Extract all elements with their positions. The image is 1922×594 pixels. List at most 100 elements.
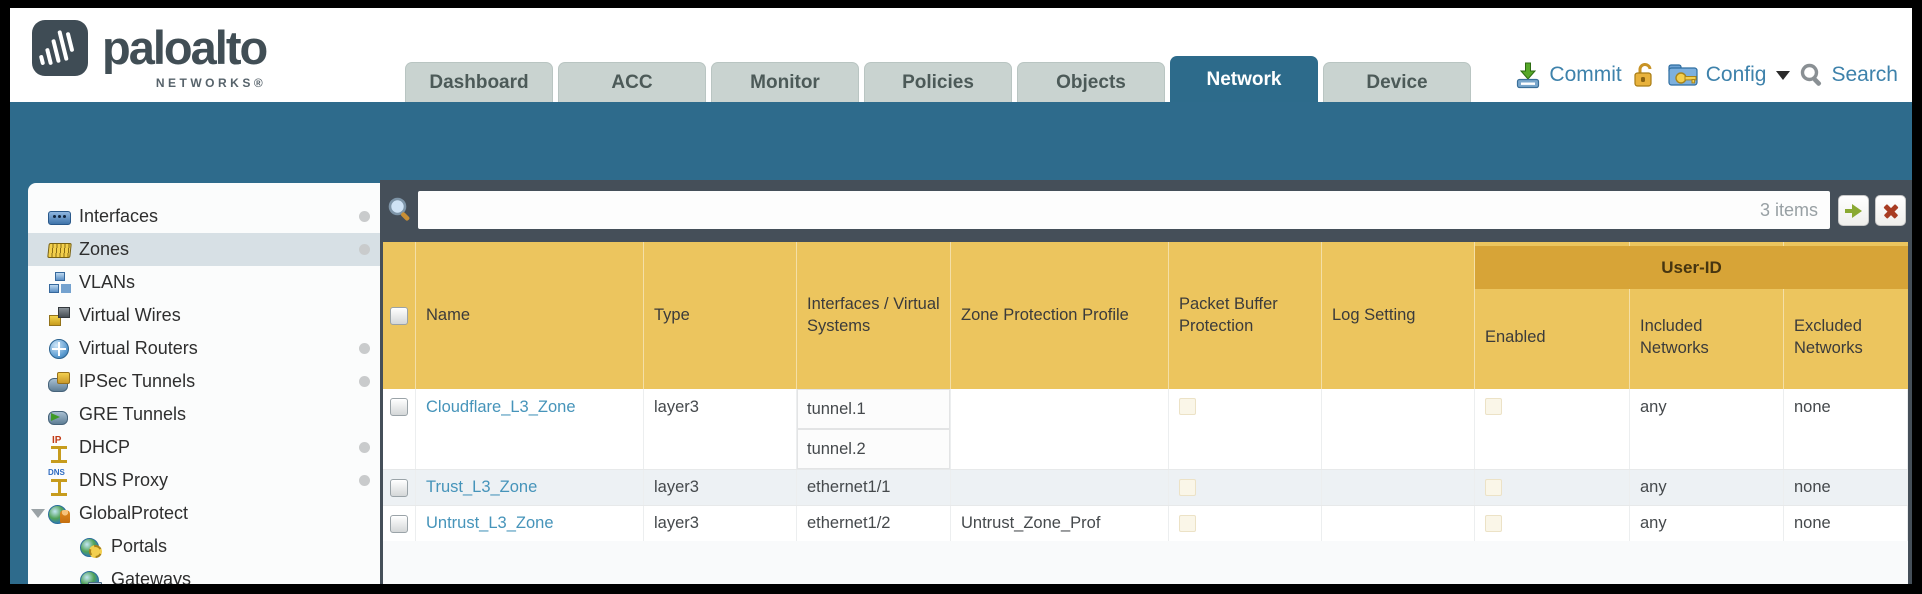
zone-protection-profile: Untrust_Zone_Prof: [961, 514, 1101, 532]
table-row: Cloudflare_L3_Zone layer3 tunnel.1 tunne…: [383, 389, 1908, 469]
clear-filter-button[interactable]: [1875, 195, 1906, 226]
virtual-routers-icon: [48, 338, 70, 360]
column-header-packet-buffer-protection[interactable]: Packet Buffer Protection: [1169, 242, 1322, 389]
sidebar-item-virtual-routers[interactable]: Virtual Routers: [28, 332, 380, 365]
enabled-checkbox: [1485, 479, 1502, 496]
virtual-wires-icon: [48, 305, 70, 327]
zone-name-link[interactable]: Cloudflare_L3_Zone: [426, 398, 576, 416]
column-header-zone-protection-profile[interactable]: Zone Protection Profile: [951, 242, 1169, 389]
zones-table: User-ID Name Type Interfaces / Virtual S…: [383, 242, 1908, 584]
sidebar-item-dhcp[interactable]: DHCP: [28, 431, 380, 464]
filter-search-icon: [388, 197, 410, 221]
red-x-icon: [1883, 203, 1899, 219]
interface-value: tunnel.2: [807, 439, 866, 458]
table-row: Trust_L3_Zone layer3 ethernet1/1 any non…: [383, 469, 1908, 505]
column-header-included-networks[interactable]: Included Networks: [1630, 242, 1784, 389]
column-header-enabled[interactable]: Enabled: [1475, 242, 1630, 389]
packet-buffer-protection-checkbox: [1179, 398, 1196, 415]
apply-filter-button[interactable]: [1838, 195, 1869, 226]
table-header: User-ID Name Type Interfaces / Virtual S…: [383, 242, 1908, 389]
item-dot: [359, 343, 370, 354]
config-menu[interactable]: Config: [1666, 60, 1791, 90]
user-id-group-header: User-ID: [1475, 246, 1908, 289]
included-networks: any: [1640, 514, 1667, 532]
column-header-interfaces[interactable]: Interfaces / Virtual Systems: [797, 242, 951, 389]
zone-type: layer3: [654, 398, 699, 416]
ipsec-tunnels-icon: [48, 371, 70, 393]
column-header-excluded-networks[interactable]: Excluded Networks: [1794, 317, 1863, 357]
sidebar-item-dns-proxy[interactable]: DNS Proxy: [28, 464, 380, 497]
tab-monitor[interactable]: Monitor: [711, 62, 859, 102]
lock-icon[interactable]: [1631, 60, 1657, 90]
sidebar-item-portals[interactable]: Portals: [28, 530, 380, 563]
zone-name-link[interactable]: Untrust_L3_Zone: [426, 514, 554, 532]
column-header-type[interactable]: Type: [644, 242, 797, 389]
config-caret-icon: [1776, 70, 1791, 80]
select-all-checkbox[interactable]: [390, 306, 408, 325]
enabled-checkbox: [1485, 515, 1502, 532]
tab-network[interactable]: Network: [1170, 56, 1318, 102]
included-networks: any: [1640, 478, 1667, 496]
item-dot: [359, 244, 370, 255]
tab-device[interactable]: Device: [1323, 62, 1471, 102]
item-dot: [359, 376, 370, 387]
vlans-icon: [48, 271, 70, 294]
filter-bar: 3 items: [380, 180, 1912, 242]
included-networks: any: [1640, 398, 1667, 416]
zone-name-link[interactable]: Trust_L3_Zone: [426, 478, 538, 496]
sidebar-item-zones[interactable]: Zones: [28, 233, 380, 266]
app-window: ? Help paloalto NETWORKS® Dashboard ACC …: [10, 8, 1912, 584]
commit-label: Commit: [1549, 63, 1622, 86]
interface-value: ethernet1/2: [807, 514, 891, 532]
expand-caret-icon[interactable]: [31, 509, 45, 518]
commit-button[interactable]: Commit: [1513, 60, 1622, 90]
brand-subtitle: NETWORKS®: [155, 76, 267, 90]
sidebar-item-interfaces[interactable]: Interfaces: [28, 200, 380, 233]
search-label: Search: [1831, 63, 1898, 86]
sidebar-item-virtual-wires[interactable]: Virtual Wires: [28, 299, 380, 332]
item-dot: [359, 211, 370, 222]
tab-objects[interactable]: Objects: [1017, 62, 1165, 102]
paloalto-logo-icon: [32, 20, 88, 76]
content-area: 3 items User-ID Name Type Interfaces / V…: [380, 180, 1912, 584]
zone-type: layer3: [654, 514, 699, 532]
filter-input[interactable]: 3 items: [418, 191, 1830, 229]
row-checkbox[interactable]: [390, 478, 408, 497]
header-actions: Commit Config: [1513, 52, 1898, 98]
search-button[interactable]: Search: [1799, 62, 1898, 88]
sidebar-item-ipsec-tunnels[interactable]: IPSec Tunnels: [28, 365, 380, 398]
sidebar-item-globalprotect[interactable]: GlobalProtect: [28, 497, 380, 530]
sidebar-item-gre-tunnels[interactable]: GRE Tunnels: [28, 398, 380, 431]
tab-dashboard[interactable]: Dashboard: [405, 62, 553, 102]
zone-type: layer3: [654, 478, 699, 496]
dhcp-icon: [48, 435, 70, 463]
item-dot: [359, 442, 370, 453]
item-dot: [359, 475, 370, 486]
main-nav: Dashboard ACC Monitor Policies Objects N…: [405, 56, 1471, 102]
enabled-checkbox: [1485, 398, 1502, 415]
item-count: 3 items: [1759, 199, 1818, 220]
tab-acc[interactable]: ACC: [558, 62, 706, 102]
row-checkbox[interactable]: [390, 514, 408, 533]
column-header-log-setting[interactable]: Log Setting: [1322, 242, 1475, 389]
search-icon: [1801, 63, 1822, 86]
config-label: Config: [1705, 63, 1767, 86]
portals-icon: [80, 536, 102, 558]
config-icon: [1668, 64, 1698, 86]
paloalto-logo: paloalto NETWORKS®: [32, 20, 268, 90]
globalprotect-icon: [48, 503, 70, 525]
excluded-networks: none: [1794, 398, 1831, 416]
gateways-icon: [80, 569, 102, 584]
sidebar-item-vlans[interactable]: VLANs: [28, 266, 380, 299]
zones-icon: [48, 239, 70, 261]
gre-tunnels-icon: [48, 404, 70, 426]
sidebar-item-gateways[interactable]: Gateways: [28, 563, 380, 584]
column-header-name[interactable]: Name: [416, 242, 644, 389]
tab-policies[interactable]: Policies: [864, 62, 1012, 102]
row-checkbox[interactable]: [390, 398, 408, 416]
interfaces-icon: [48, 206, 71, 228]
green-arrow-icon: [1845, 203, 1862, 218]
interface-value: ethernet1/1: [807, 478, 891, 496]
packet-buffer-protection-checkbox: [1179, 515, 1196, 532]
dns-proxy-icon: [48, 468, 70, 496]
